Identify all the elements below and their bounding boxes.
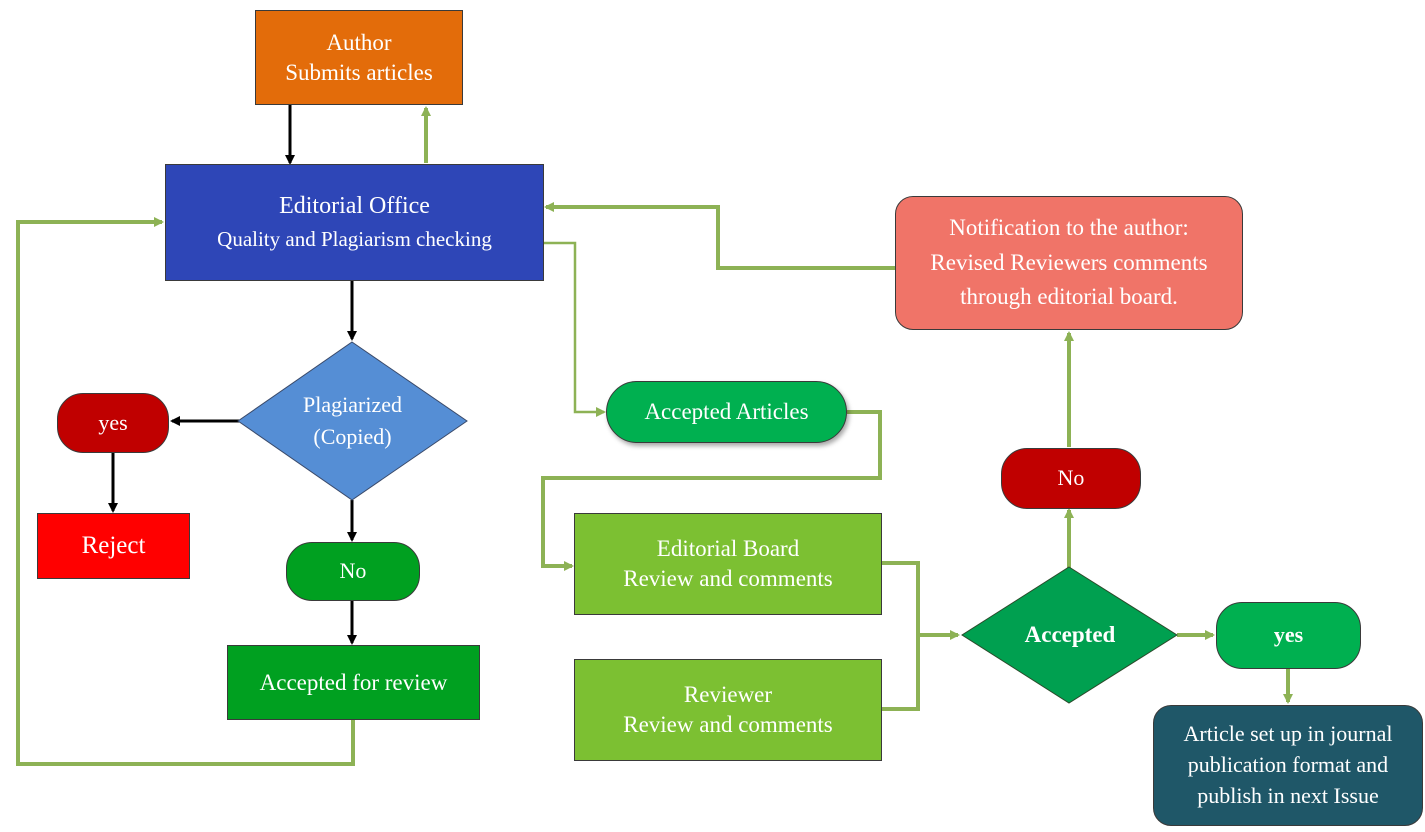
connector-board-to-decision — [881, 561, 920, 711]
reviewer-node: Reviewer Review and comments — [574, 659, 882, 761]
arrow-notification-to-office — [544, 202, 895, 270]
editorial-board-title: Editorial Board — [656, 536, 800, 562]
accepted-diamond — [961, 566, 1178, 704]
notification-node: Notification to the author: Revised Revi… — [895, 196, 1243, 330]
notification-line2: Revised Reviewers comments — [930, 249, 1208, 275]
yes-left-node: yes — [57, 393, 169, 453]
editorial-office-title: Editorial Office — [279, 193, 430, 220]
notification-line3: through editorial board. — [960, 284, 1178, 310]
publish-line3: publish in next Issue — [1197, 782, 1379, 808]
reviewer-title: Reviewer — [683, 682, 773, 708]
no-right-node: No — [1001, 448, 1141, 509]
editorial-board-node: Editorial Board Review and comments — [574, 513, 882, 615]
accepted-decision-label: Accepted — [990, 615, 1150, 655]
publish-node: Article set up in journal publication fo… — [1153, 705, 1423, 826]
yes-left-label: yes — [98, 409, 128, 435]
plagiarized-line1: Plagiarized — [303, 392, 402, 418]
arrow-accepted-articles-to-board — [541, 410, 882, 571]
plagiarized-diamond — [237, 341, 468, 501]
publish-line1: Article set up in journal — [1183, 721, 1393, 747]
no-left-label: No — [339, 558, 367, 584]
yes-right-label: yes — [1273, 622, 1304, 648]
reject-label: Reject — [81, 531, 146, 559]
editorial-office-node: Editorial Office Quality and Plagiarism … — [165, 164, 544, 281]
no-left-node: No — [286, 542, 420, 601]
yes-right-node: yes — [1216, 602, 1361, 669]
plagiarized-line2: (Copied) — [313, 424, 392, 449]
reviewer-subtitle: Review and comments — [623, 712, 833, 737]
author-subtitle: Submits articles — [285, 59, 433, 85]
arrow-office-to-accepted-articles — [543, 241, 606, 417]
accepted-decision-text: Accepted — [1024, 622, 1116, 648]
accepted-articles-node: Accepted Articles — [606, 381, 847, 443]
reject-node: Reject — [37, 513, 190, 579]
plagiarized-label: Plagiarized (Copied) — [270, 386, 435, 456]
author-title: Author — [326, 29, 392, 55]
author-node: Author Submits articles — [255, 10, 463, 105]
publish-line2: publication format and — [1187, 752, 1389, 778]
arrow-review-loop-to-office — [16, 217, 355, 766]
editorial-office-subtitle: Quality and Plagiarism checking — [217, 227, 492, 252]
no-right-label: No — [1057, 465, 1085, 491]
editorial-board-subtitle: Review and comments — [623, 566, 833, 591]
notification-line1: Notification to the author: — [949, 215, 1189, 241]
accepted-for-review-label: Accepted for review — [259, 669, 448, 695]
accepted-articles-label: Accepted Articles — [644, 399, 809, 425]
accepted-for-review-node: Accepted for review — [227, 645, 480, 720]
